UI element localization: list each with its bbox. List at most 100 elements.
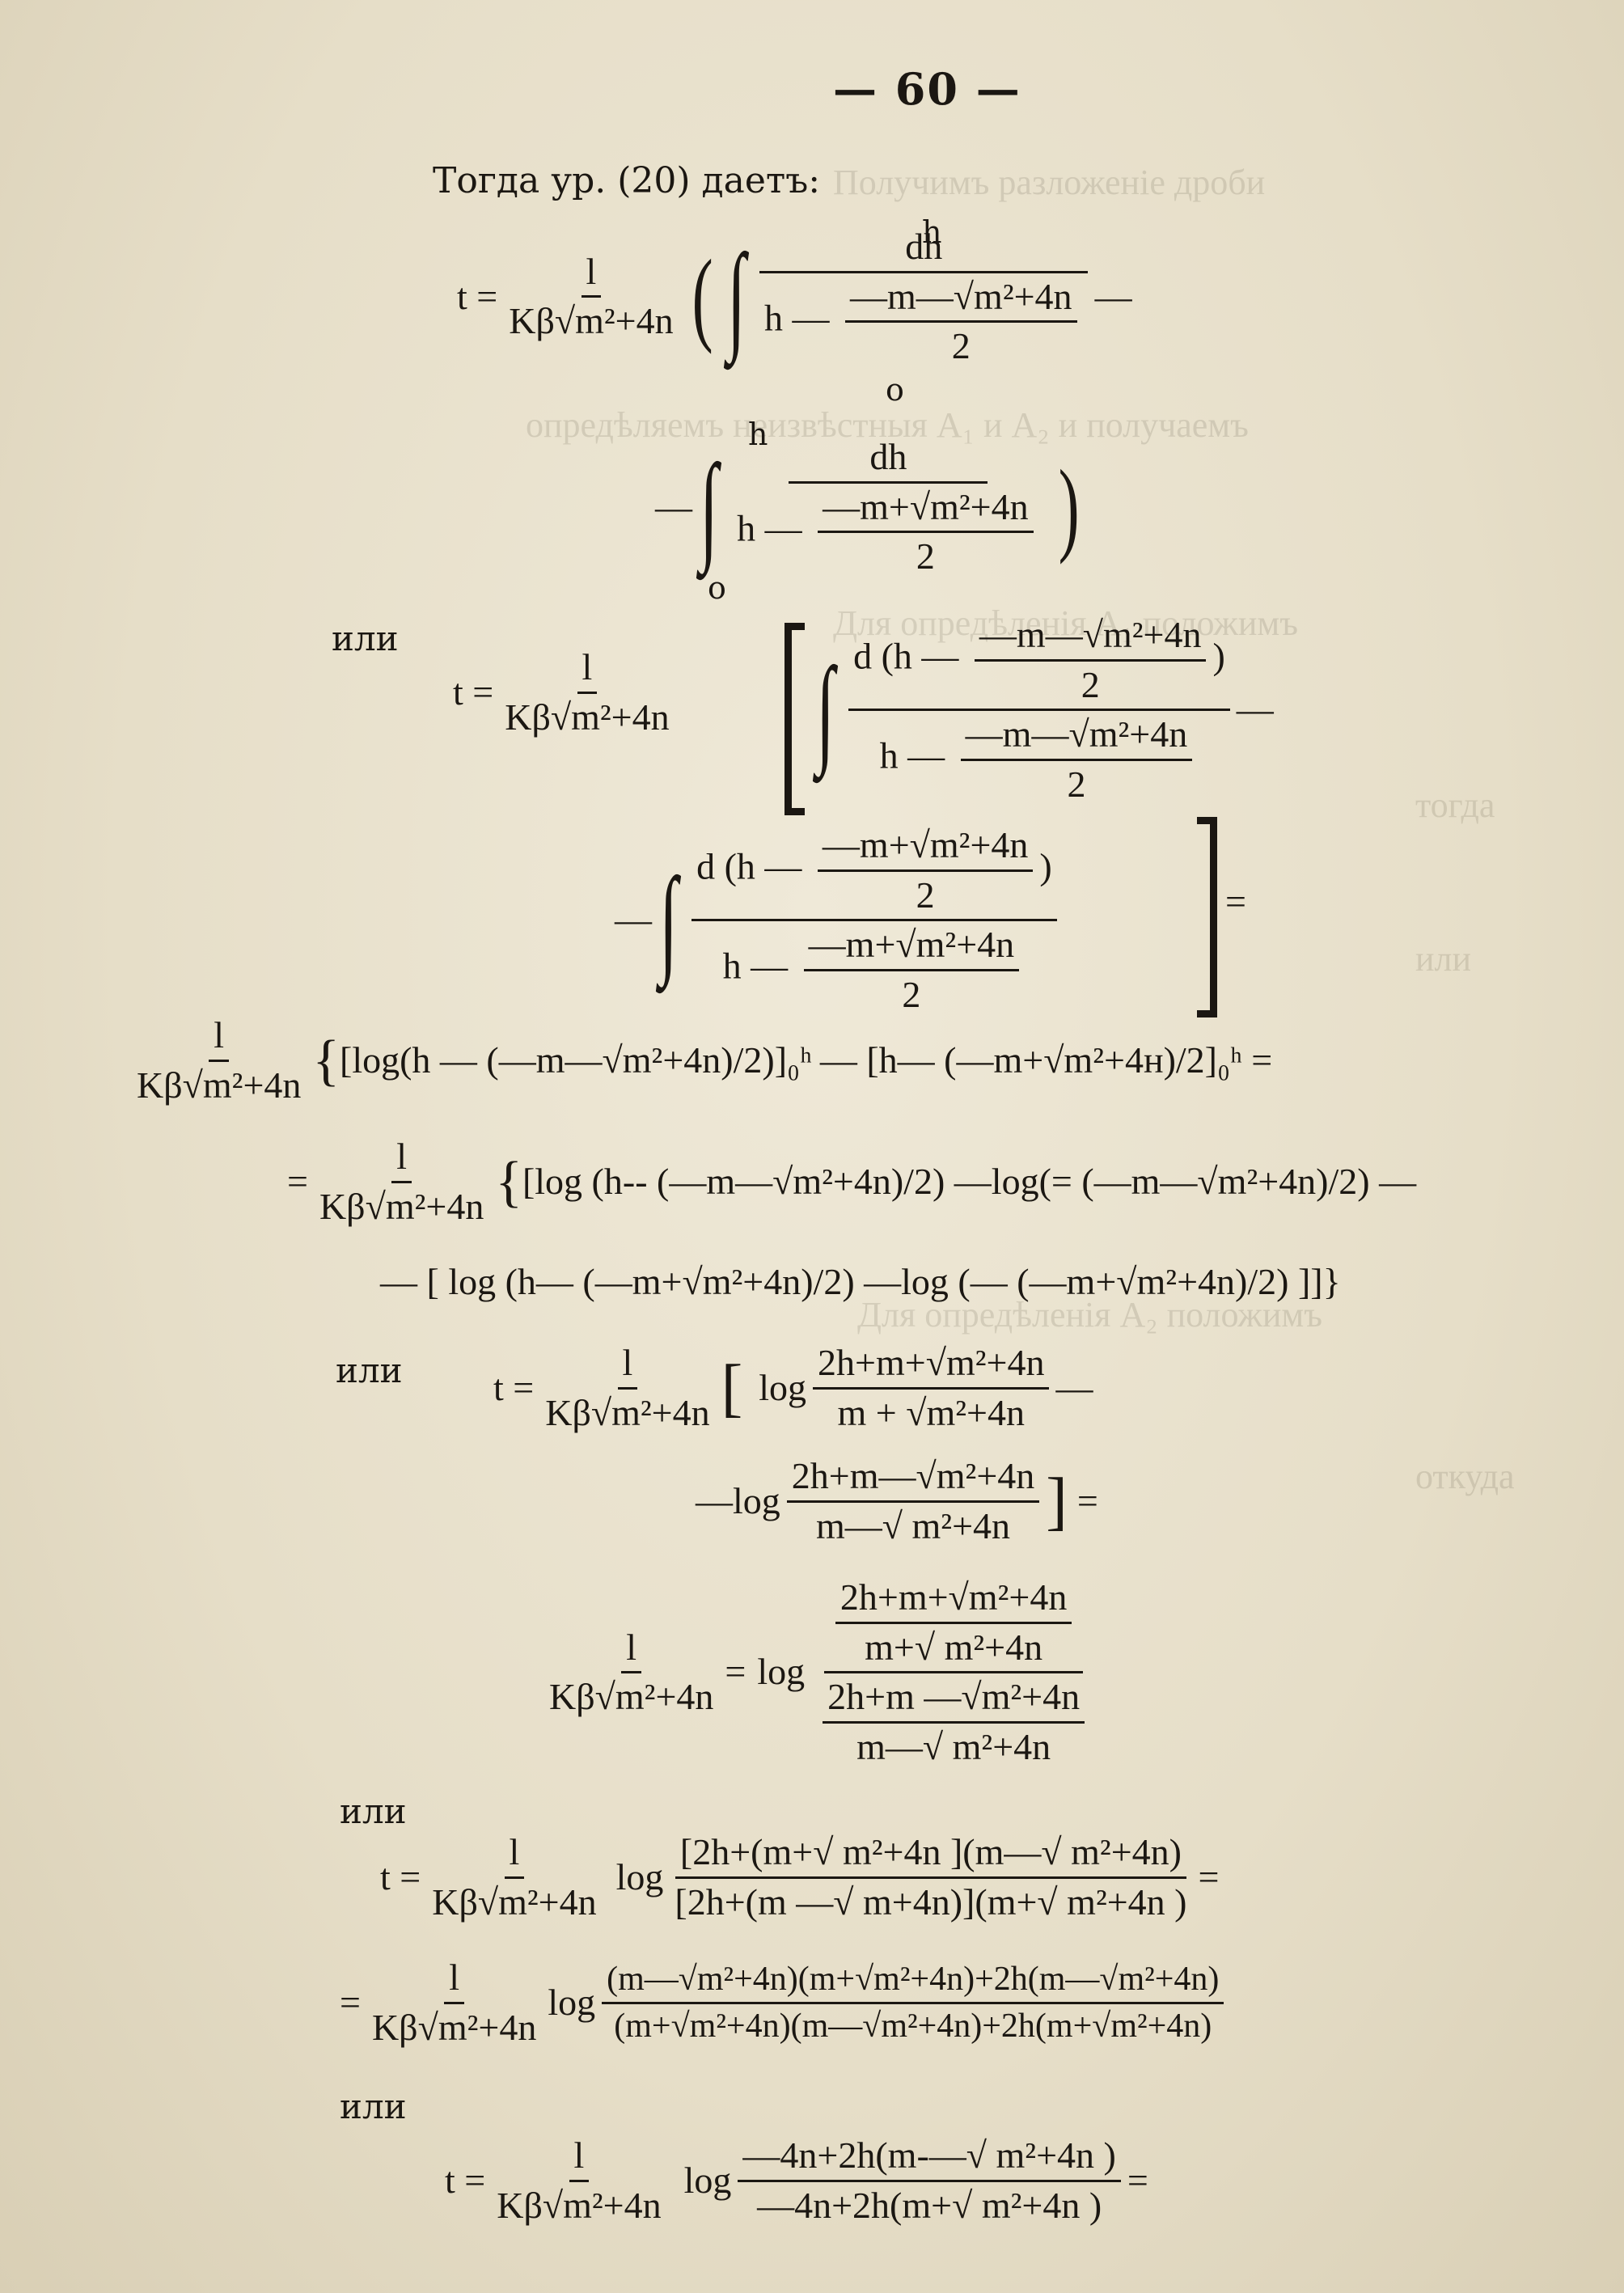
- log-arg: 2h+m+√m²+4n m + √m²+4n: [813, 1342, 1050, 1433]
- lower-limit: o: [708, 570, 726, 606]
- upper-limit: h: [922, 214, 942, 250]
- equals-sign: =: [1127, 2159, 1148, 2201]
- inner-num: —m—√m²+4n: [845, 276, 1077, 324]
- left-brace: {: [312, 1029, 340, 1092]
- ghost-line-5: или: [1415, 939, 1472, 979]
- log-arg: 2h+m—√m²+4n m—√ m²+4n: [786, 1455, 1040, 1546]
- inner-frac: —m+√m²+4n 2: [803, 924, 1020, 1015]
- t-equals: t =: [493, 1366, 535, 1408]
- equation-line-7: = l Kβ√m²+4n { [log (h-- (—m—√m²+4n)/2) …: [287, 1136, 1416, 1227]
- equals-sign: =: [725, 1651, 746, 1693]
- fraction-den: Kβ√m²+4n: [432, 1881, 597, 1923]
- fraction-num: l: [569, 2134, 590, 2182]
- t-equals: t =: [380, 1855, 421, 1897]
- inner-den: 2: [902, 973, 921, 1015]
- minus-sign: —: [696, 1479, 733, 1521]
- log-arg-num: 2h+m—√m²+4n: [786, 1455, 1040, 1503]
- left-brace: {: [495, 1150, 522, 1213]
- equation-line-1: t = l Kβ√m²+4n ( ∫ dh h — —m—√m²+4n 2 —: [457, 226, 1132, 367]
- lower-num: 2h+m —√m²+4n: [823, 1677, 1085, 1724]
- integrand: dh h — —m+√m²+4n 2: [732, 436, 1044, 577]
- inner-frac: —m—√m²+4n 2: [974, 614, 1207, 705]
- log-term-1: [log(h — (—m—√m²+4n)/2)]₀ʰ: [340, 1039, 812, 1081]
- equals-sign: =: [287, 1160, 308, 1202]
- fraction-den: Kβ√m²+4n: [137, 1064, 302, 1106]
- equation-line-6: l Kβ√m²+4n { [log(h — (—m—√m²+4n)/2)]₀ʰ …: [125, 1014, 1273, 1106]
- integral-sign: ∫: [727, 229, 746, 364]
- log-arg-den: m—√ m²+4n: [816, 1504, 1011, 1546]
- integrand-num: d (h — —m—√m²+4n 2 ): [848, 614, 1230, 712]
- equals-sign: =: [340, 1981, 361, 2023]
- log-arg-den: m + √m²+4n: [837, 1391, 1025, 1433]
- fraction-den: Kβ√m²+4n: [497, 2184, 662, 2226]
- word-ili-3: или: [340, 1792, 407, 1831]
- word-ili-1: или: [332, 619, 399, 658]
- integral-sign: ∫: [659, 852, 678, 988]
- equation-line-3b: ∫ d (h — —m—√m²+4n 2 ) h — —m—√m²+4n 2 —: [809, 614, 1274, 805]
- inner-den: 2: [916, 874, 935, 916]
- compound-fraction: 2h+m+√m²+4n m+√ m²+4n 2h+m —√m²+4n m—√ m…: [811, 1576, 1096, 1767]
- t-equals: t =: [445, 2159, 486, 2201]
- equation-line-2: — ∫ dh h — —m+√m²+4n 2 ): [655, 436, 1086, 577]
- lower-limit: o: [886, 372, 904, 408]
- inner-num: —m+√m²+4n: [818, 486, 1034, 534]
- fraction-coef: l Kβ√m²+4n: [132, 1014, 306, 1106]
- left-bracket: [785, 623, 805, 815]
- inner-den: 2: [1067, 763, 1086, 805]
- ghost-line-7: откуда: [1415, 1457, 1515, 1496]
- right-bracket: [1197, 817, 1217, 1017]
- log-word: log: [733, 1479, 780, 1521]
- differential-d: d: [696, 845, 716, 887]
- h-minus: h —: [764, 297, 830, 339]
- inner-den: 2: [916, 535, 935, 577]
- log-word: log: [759, 1366, 807, 1408]
- upper-num: 2h+m+√m²+4n: [835, 1576, 1072, 1624]
- left-bracket: [: [721, 1352, 743, 1424]
- fraction-num: l: [391, 1136, 412, 1183]
- t-equals: t =: [453, 671, 494, 713]
- inner-den: 2: [1081, 663, 1100, 705]
- equation-line-8: — [ log (h— (—m+√m²+4n)/2) —log (— (—m+√…: [380, 1261, 1341, 1302]
- inner-frac: —m+√m²+4n 2: [817, 824, 1034, 916]
- integrand-num: dh: [759, 226, 1089, 273]
- minus-sign: —: [655, 485, 692, 527]
- inner-den: 2: [951, 325, 971, 367]
- log-arg: [2h+(m+√ m²+4n ](m—√ m²+4n) [2h+(m —√ m+…: [670, 1831, 1191, 1923]
- equals-sign: =: [1198, 1855, 1220, 1897]
- integrand-num: d (h — —m+√m²+4n 2 ): [691, 824, 1057, 922]
- fraction-num: l: [581, 251, 602, 298]
- fraction-coef: l Kβ√m²+4n: [504, 251, 678, 342]
- ghost-line-1: Получимъ разложеніе дроби: [833, 163, 1266, 202]
- integral-sign: ∫: [700, 439, 718, 574]
- log-word: log: [615, 1855, 664, 1897]
- log-diff-1: [log (h-- (—m—√m²+4n)/2) —log(= (—m—√m²+…: [522, 1160, 1417, 1202]
- fraction-den: Kβ√m²+4n: [505, 696, 670, 738]
- equals-sign: =: [1225, 881, 1246, 922]
- log-arg: (m—√m²+4n)(m+√m²+4n)+2h(m—√m²+4n) (m+√m²…: [602, 1961, 1224, 2045]
- log-term-2: — [h— (—m+√m²+4н)/2]₀ʰ =: [819, 1039, 1273, 1081]
- inner-frac: —m—√m²+4n 2: [845, 276, 1077, 367]
- ghost-line-3: Для опредѣленія A₁ положимъ: [833, 603, 1298, 643]
- integrand-num: dh: [789, 436, 988, 484]
- equation-line-9: t = l Kβ√m²+4n [ log 2h+m+√m²+4n m + √m²…: [493, 1342, 1093, 1433]
- log-word: log: [757, 1651, 806, 1693]
- fraction-coef: l Kβ√m²+4n: [315, 1136, 488, 1227]
- integrand: dh h — —m—√m²+4n 2: [759, 226, 1089, 367]
- equation-line-11: l Kβ√m²+4n = log 2h+m+√m²+4n m+√ m²+4n 2…: [538, 1576, 1102, 1767]
- integrand-den: h — —m+√m²+4n 2: [718, 921, 1030, 1015]
- fraction-coef: l Kβ√m²+4n: [367, 1957, 541, 2048]
- page-number: — 60 —: [833, 63, 1021, 115]
- integrand-den: h — —m—√m²+4n 2: [875, 711, 1204, 805]
- equation-line-4: — ∫ d (h — —m+√m²+4n 2 ) h — —m+√m²+4n 2: [615, 824, 1064, 1015]
- upper-limit: h: [748, 417, 768, 452]
- right-bracket: ]: [1046, 1466, 1068, 1538]
- log-arg-den: (m+√m²+4n)(m—√m²+4n)+2h(m+√m²+4n): [614, 2007, 1212, 2045]
- log-arg-num: [2h+(m+√ m²+4n ](m—√ m²+4n): [675, 1831, 1186, 1879]
- fraction-den: Kβ√m²+4n: [371, 2006, 537, 2048]
- equation-line-12: t = l Kβ√m²+4n log [2h+(m+√ m²+4n ](m—√ …: [380, 1831, 1220, 1923]
- log-word: log: [683, 2159, 732, 2201]
- log-arg-num: (m—√m²+4n)(m+√m²+4n)+2h(m—√m²+4n): [602, 1961, 1224, 2004]
- word-ili-4: или: [340, 2087, 407, 2126]
- inner-num: —m—√m²+4n: [974, 614, 1207, 662]
